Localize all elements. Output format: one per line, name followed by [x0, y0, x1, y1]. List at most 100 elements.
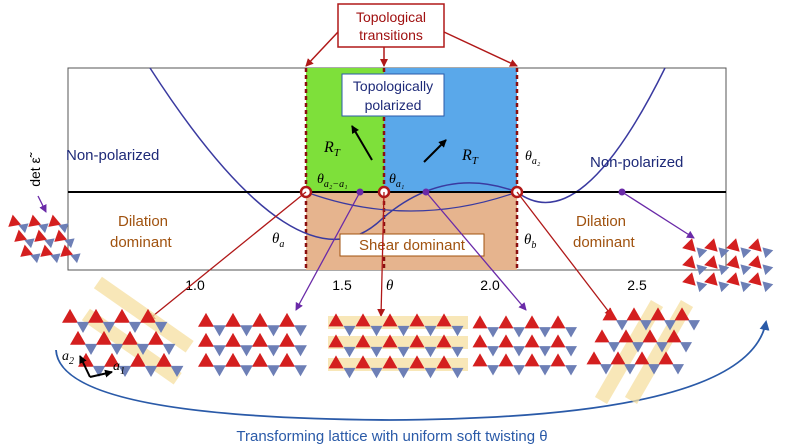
shear-box — [339, 233, 485, 257]
lattice-triangle — [650, 307, 666, 321]
lattice-triangle — [539, 346, 551, 357]
lattice-triangle — [565, 327, 577, 338]
lattice-triangle — [550, 334, 566, 348]
lattice-triangle — [498, 315, 514, 329]
lattice-triangle — [240, 345, 253, 357]
non-polarized-right: Non-polarized — [590, 154, 683, 171]
lattice-triangle — [279, 352, 295, 367]
x-tick-2: 1.5 — [332, 277, 352, 293]
lattice-triangle — [225, 352, 241, 367]
lattice-triangle — [602, 307, 618, 321]
vec-a1-arrow — [89, 369, 113, 378]
lattice-triangle — [240, 365, 253, 377]
lattice-triangle — [704, 255, 718, 269]
lattice-triangle — [642, 329, 658, 343]
pointer-red-a — [147, 191, 307, 321]
lattice-triangle — [424, 367, 437, 379]
lattice-triangle — [8, 214, 22, 227]
lattice-triangle — [162, 343, 176, 356]
lattice-triangle — [451, 346, 464, 358]
lattice-triangle — [513, 327, 525, 338]
lattice-triangle — [397, 346, 410, 358]
lattice-triangle — [565, 365, 577, 376]
lattice-triangle — [355, 334, 371, 348]
lattice-triangle — [370, 346, 383, 358]
lattice-triangle — [666, 329, 682, 343]
lattice-triangle — [524, 334, 540, 348]
lattice-triangle — [294, 325, 307, 337]
lattice-triangle — [472, 315, 488, 329]
lattice-triangle — [524, 353, 540, 367]
lattice-triangle — [409, 334, 425, 348]
lattice-triangle — [140, 308, 156, 323]
lattice-triangle — [96, 330, 112, 345]
lattice-triangle — [608, 342, 620, 353]
title-box — [337, 3, 445, 48]
lattice-triangle — [225, 312, 241, 327]
lattice-triangle — [213, 345, 226, 357]
lattice-triangle — [84, 343, 98, 356]
pointer-purple-2 — [425, 191, 527, 311]
dilation-left-1: Dilation — [118, 213, 168, 230]
lattice-triangle — [370, 367, 383, 379]
lattice-triangle — [294, 345, 307, 357]
lattice-triangle — [267, 325, 280, 337]
lattice-triangle — [50, 253, 61, 264]
lattice-triangle — [682, 238, 696, 252]
lattice-triangle — [122, 330, 138, 345]
lattice-triangle — [524, 315, 540, 329]
lattice-triangle — [279, 312, 295, 327]
lattice-triangle — [762, 247, 774, 259]
theta-a-label: θa — [272, 231, 284, 250]
lattice-triangle — [726, 255, 740, 269]
rt-arrow-blue — [423, 139, 447, 163]
lattice-triangle — [240, 325, 253, 337]
lattice-triangle — [154, 321, 168, 334]
rt-label-green: RT — [323, 139, 341, 159]
theta-a1-label: θa₁ — [389, 172, 404, 190]
lattice-triangle — [267, 365, 280, 377]
non-polarized-left: Non-polarized — [66, 147, 159, 164]
lattice-triangle — [88, 308, 104, 323]
lattice-triangle — [170, 365, 184, 378]
lattice-triangle — [40, 244, 54, 257]
lattice-triangle — [382, 313, 398, 327]
lattice-triangle — [616, 320, 628, 331]
pointer-purple-1 — [295, 191, 361, 311]
lattice-triangle — [343, 367, 356, 379]
lattice-triangle — [658, 351, 674, 365]
lattice-triangle — [748, 238, 762, 252]
lattice-triangle — [696, 247, 708, 259]
lattice-triangle — [565, 346, 577, 357]
lattice-triangle — [279, 332, 295, 347]
x-tick-4: 2.5 — [627, 277, 647, 293]
lattice-triangle — [58, 223, 69, 234]
lattice-triangle — [328, 334, 344, 348]
lattice-triangle — [682, 255, 696, 269]
lattice-triangle — [748, 255, 762, 269]
lattice-highlight-band — [93, 276, 194, 353]
lattice-triangle — [343, 346, 356, 358]
lattice-triangle — [640, 320, 652, 331]
lattice-triangle — [24, 238, 35, 249]
lattice-triangle — [156, 352, 172, 367]
lattice-triangle — [513, 346, 525, 357]
vec-a2-label: a2 — [62, 349, 74, 367]
lattice-triangle — [118, 365, 132, 378]
pointer-red-a1 — [377, 191, 386, 317]
lattice-triangle — [594, 329, 610, 343]
lattice-triangle — [382, 355, 398, 369]
lattice-triangle — [198, 312, 214, 327]
lattice-triangle — [600, 364, 612, 375]
lattice-triangle — [436, 355, 452, 369]
lattice-triangle — [688, 320, 700, 331]
lower-curve — [305, 191, 518, 212]
lattice-triangle — [60, 244, 74, 257]
lattice-triangle — [38, 223, 49, 234]
x-tick-1: 1.0 — [185, 277, 205, 293]
lattice-triangle — [62, 308, 78, 323]
lattice-triangle — [92, 365, 106, 378]
lattice-triangle — [740, 247, 752, 259]
lattice-triangle — [626, 307, 642, 321]
lattice-triangle — [20, 244, 34, 257]
